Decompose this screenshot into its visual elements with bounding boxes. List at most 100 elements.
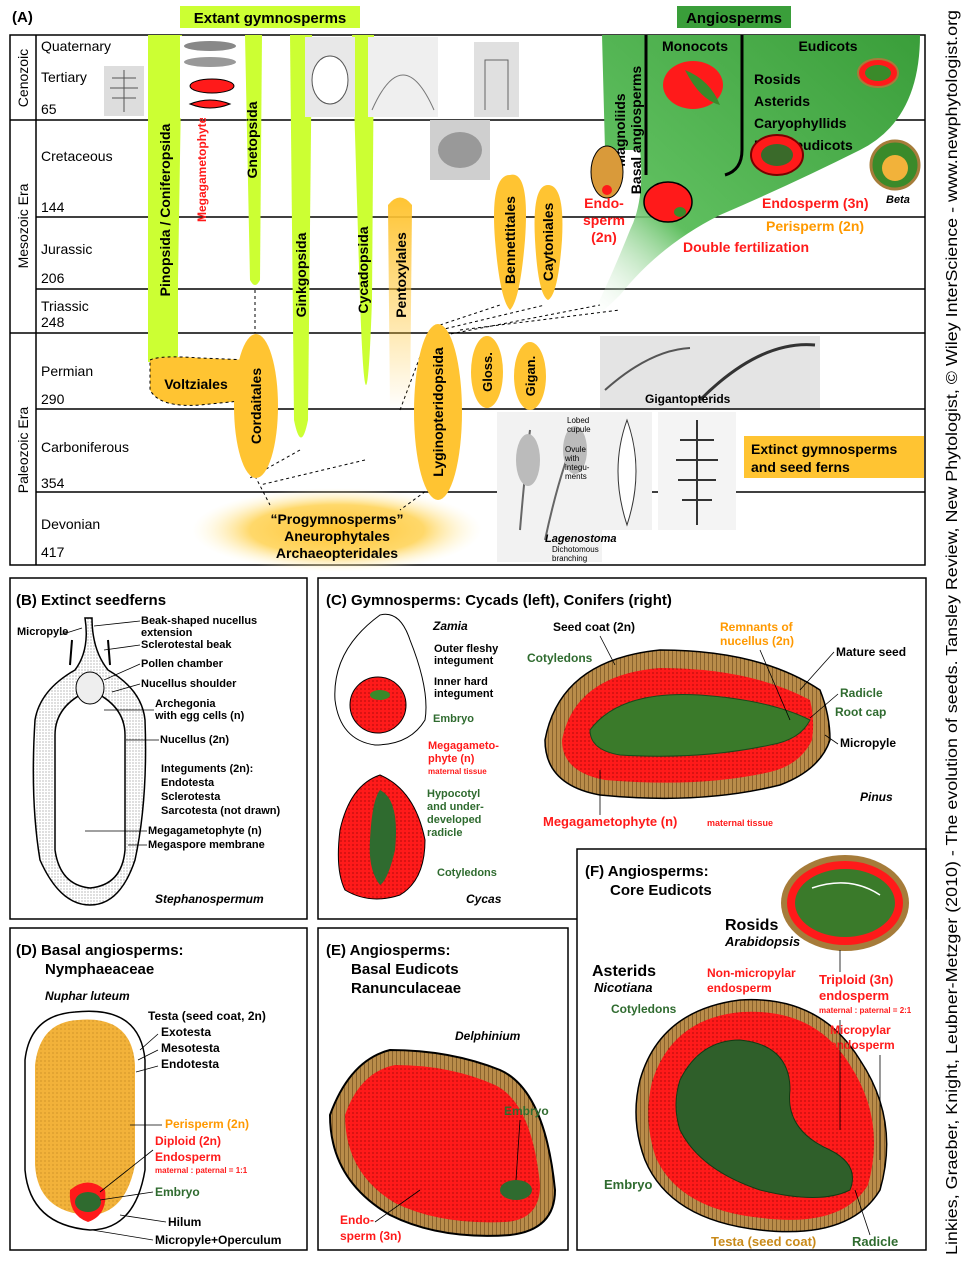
remnants-label-2: nucellus (2n)	[720, 634, 794, 648]
fossil-image-cone-lines	[110, 70, 138, 112]
cotyledons-label-f: Cotyledons	[611, 1002, 677, 1016]
label-extension: extension	[141, 627, 193, 639]
gnetopsida-label: Gnetopsida	[244, 101, 260, 178]
cycadopsida-shape	[352, 35, 374, 385]
label-hypocotyl: Hypocotyl	[427, 788, 480, 800]
maternal-tissue-label-zamia: maternal tissue	[428, 767, 487, 776]
endosperm-label-e-2: sperm (3n)	[340, 1229, 401, 1243]
zamia-embryo	[370, 690, 390, 700]
label-lobed: Lobed	[567, 416, 589, 425]
monocot-embryo-icon	[685, 70, 720, 105]
panel-a-tag: (A)	[12, 9, 33, 26]
perisperm-label-d: Perisperm (2n)	[165, 1117, 249, 1131]
period-jurassic: Jurassic	[41, 241, 92, 257]
label-mesotesta: Mesotesta	[161, 1041, 220, 1055]
seed-fern-frond-lines	[676, 420, 718, 525]
nuphar-label: Nuphar luteum	[45, 989, 130, 1003]
gigantopterids-label: Gigantopterids	[645, 392, 731, 406]
pinus-label: Pinus	[860, 790, 893, 804]
period-labels: Quaternary Tertiary Cretaceous Jurassic …	[41, 38, 129, 532]
label-sarcotesta: Sarcotesta (not drawn)	[161, 805, 281, 817]
panel-c-title: (C) Gymnosperms: Cycads (left), Conifers…	[326, 592, 672, 609]
age-labels: 65 144 206 248 290 354 417	[41, 101, 65, 560]
period-quaternary: Quaternary	[41, 38, 111, 54]
age-65: 65	[41, 101, 57, 117]
beta-label: Beta	[886, 194, 910, 206]
label-sclerotesta: Sclerotesta	[161, 791, 221, 803]
panel-f: (F) Angiosperms: Core Eudicots Rosids Ar…	[576, 848, 927, 1251]
nonmicro-label-1: Non-micropylar	[707, 966, 796, 980]
lagenostoma-small-labels: Lobed cupule Ovule with integu- ments Di…	[552, 416, 599, 563]
label-exotesta: Exotesta	[161, 1025, 211, 1039]
label-cotyledons-cycas: Cotyledons	[437, 867, 497, 879]
endosperm-2n-label-2: sperm	[583, 212, 625, 228]
age-417: 417	[41, 544, 65, 560]
cordaitales-label: Cordaitales	[248, 368, 264, 444]
pollen-chamber	[75, 671, 105, 705]
seed-coat-label: Seed coat (2n)	[553, 620, 635, 634]
arabidopsis-label: Arabidopsis	[724, 934, 800, 949]
label-ments: ments	[565, 472, 587, 481]
label-integument-outer: integument	[434, 655, 494, 667]
extinct-label-2: and seed ferns	[751, 459, 850, 475]
radicle-label-f: Radicle	[852, 1234, 898, 1249]
label-radicle-cycas: radicle	[427, 827, 462, 839]
gloss-label: Gloss.	[480, 352, 495, 392]
triploid-label: Triploid (3n)	[819, 972, 893, 987]
beta-perisperm-icon	[882, 155, 908, 181]
label-testa: Testa (seed coat, 2n)	[148, 1009, 266, 1023]
panel-b-labels: Beak-shaped nucellus extension Sclerotes…	[141, 615, 281, 851]
radicle-label-pinus: Radicle	[840, 686, 883, 700]
extinct-gymnosperms-box	[744, 436, 924, 478]
period-tertiary: Tertiary	[41, 69, 87, 85]
hilum-label: Hilum	[168, 1215, 201, 1229]
gigantopterid-frond-1	[604, 347, 691, 391]
megagametophyte-label-zamia-2: phyte (n)	[428, 753, 475, 765]
nicotiana-label: Nicotiana	[594, 980, 653, 995]
rosid-embryo-icon	[761, 144, 793, 166]
age-206: 206	[41, 270, 65, 286]
monocots-label: Monocots	[662, 38, 728, 54]
embryo-label-zamia: Embryo	[433, 713, 474, 725]
panel-f-title-2: Core Eudicots	[610, 882, 712, 899]
cycad-ovule-outline	[371, 74, 435, 111]
aneurophytales-label: Aneurophytales	[284, 528, 390, 544]
side-credit: Linkies, Graeber, Knight, Leubner-Metzge…	[944, 10, 961, 1255]
delphinium-endosperm	[345, 1065, 540, 1223]
ginkgopsida-shape	[290, 35, 312, 438]
ovule-section-outline	[617, 418, 637, 527]
bennettitales-image	[474, 42, 519, 117]
period-carboniferous: Carboniferous	[41, 439, 129, 455]
micropyle-label-pinus: Micropyle	[840, 736, 896, 750]
micropyle-label-b: Micropyle	[17, 626, 68, 638]
bennettitales-label: Bennettitales	[502, 196, 518, 284]
cycadopsida-label: Cycadopsida	[355, 226, 371, 313]
megagametophyte-label-zamia-1: Megagameto-	[428, 740, 499, 752]
beak-lines	[69, 639, 111, 666]
archaeopteridales-label: Archaeopteridales	[276, 545, 398, 561]
eudicot-embryo-icon	[865, 65, 891, 81]
remnants-label-1: Remnants of	[720, 620, 794, 634]
age-144: 144	[41, 199, 65, 215]
panel-b-title: (B) Extinct seedferns	[16, 592, 166, 609]
lyginopteridopsida-shape	[414, 324, 462, 500]
age-290: 290	[41, 391, 65, 407]
delphinium-label: Delphinium	[455, 1029, 521, 1043]
extant-header-bg	[180, 6, 360, 28]
ginkgo-seed-outline	[311, 55, 349, 105]
label-under: and under-	[427, 801, 484, 813]
embryo-label-d: Embryo	[155, 1185, 200, 1199]
seed-image-4	[188, 99, 232, 109]
testa-label-f: Testa (seed coat)	[711, 1234, 816, 1249]
label-cupule: cupule	[567, 425, 591, 434]
megagametophyte-region	[54, 689, 126, 889]
cotyledons-label-pinus: Cotyledons	[527, 651, 593, 665]
angio-header-bg	[677, 6, 791, 28]
embryo-leader-e	[515, 1119, 521, 1181]
cordaitales-shape	[234, 334, 278, 478]
cycad-ovule-image	[368, 37, 438, 117]
micropyle-operculum-label: Micropyle+Operculum	[155, 1233, 281, 1247]
seed-image-1	[184, 41, 236, 51]
root-cap-label: Root cap	[835, 705, 886, 719]
panel-d: (D) Basal angiosperms: Nymphaeaceae Nuph…	[9, 927, 308, 1251]
